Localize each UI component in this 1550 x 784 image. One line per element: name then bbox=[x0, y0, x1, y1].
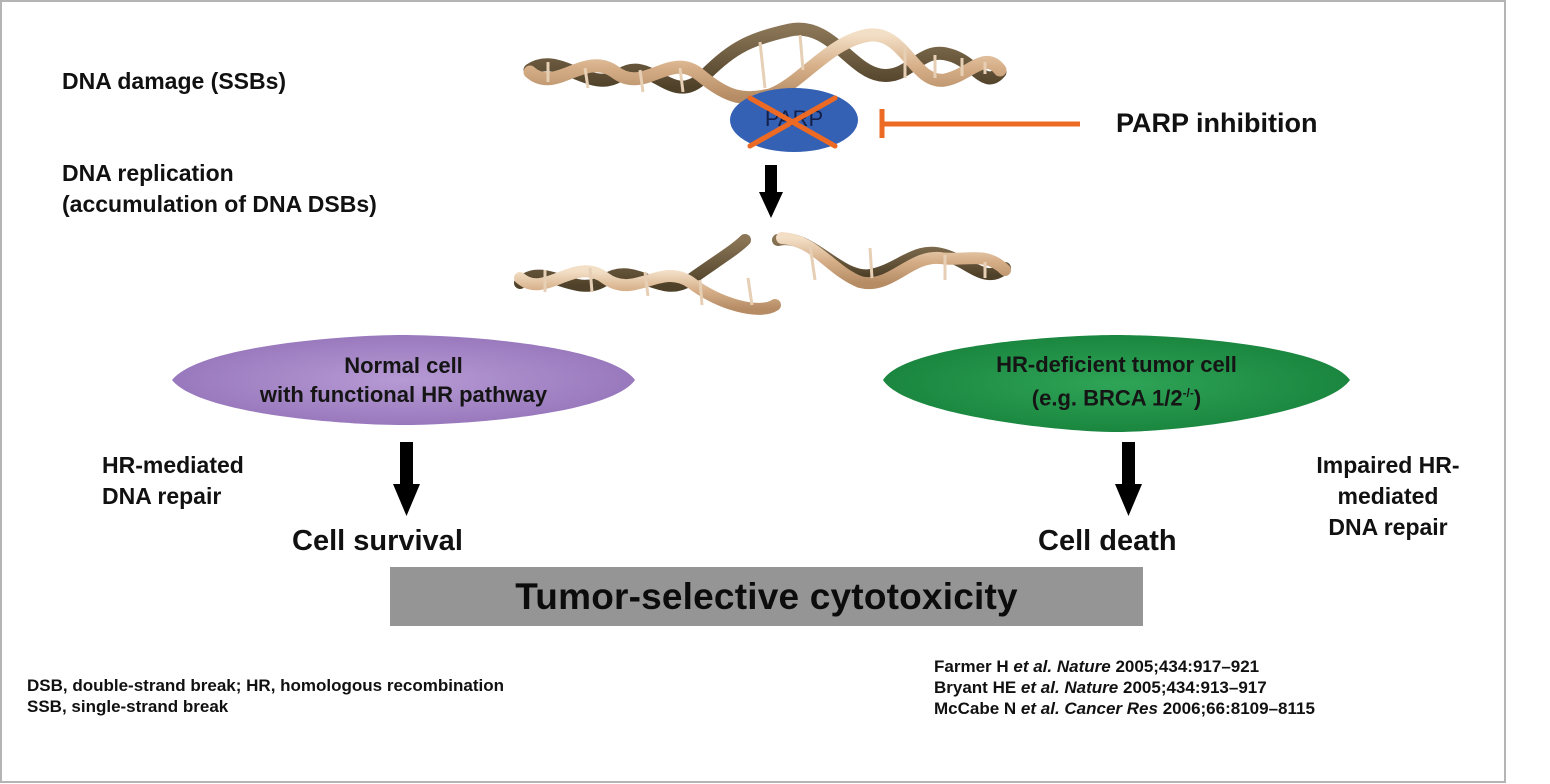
impaired-hr-line1: Impaired HR- bbox=[1316, 452, 1460, 478]
dna-helix-broken-left-icon bbox=[514, 234, 781, 315]
reference-journal: Nature bbox=[1056, 657, 1111, 676]
arrow-down-icon bbox=[759, 165, 783, 218]
tumor-cell-ellipse bbox=[883, 335, 1350, 432]
reference-citation: 2005;434:913–917 bbox=[1123, 678, 1267, 697]
cell-survival-label: Cell survival bbox=[292, 525, 463, 557]
normal-cell-line1: Normal cell bbox=[344, 353, 463, 378]
impaired-hr-line3: DNA repair bbox=[1328, 514, 1448, 540]
hr-repair-line2: DNA repair bbox=[102, 483, 222, 509]
reference-authors: Farmer H bbox=[934, 657, 1009, 676]
tumor-cell-line1: HR-deficient tumor cell bbox=[996, 351, 1237, 377]
abbreviation-line: DSB, double-strand break; HR, homologous… bbox=[27, 676, 504, 695]
reference-citation: 2006;66:8109–8115 bbox=[1162, 699, 1315, 718]
normal-cell-line2: with functional HR pathway bbox=[259, 382, 548, 407]
inhibition-bar-icon bbox=[879, 109, 1080, 138]
reference-etal: et al. bbox=[1020, 678, 1060, 697]
dna-helix-intact-icon bbox=[523, 22, 1007, 105]
reference-item: Bryant HE et al. Nature 2005;434:913–917 bbox=[934, 677, 1315, 698]
tumor-cell-line2: (e.g. BRCA 1/2-/-) bbox=[1032, 379, 1201, 412]
title-banner: Tumor-selective cytotoxicity bbox=[390, 567, 1143, 626]
arrow-to-survival-icon bbox=[393, 442, 420, 516]
normal-cell-ellipse bbox=[172, 335, 635, 425]
reference-authors: Bryant HE bbox=[934, 678, 1017, 697]
references: Farmer H et al. Nature 2005;434:917–921 … bbox=[934, 656, 1315, 719]
abbreviations: DSB, double-strand break; HR, homologous… bbox=[27, 675, 504, 717]
tumor-cell-genotype-superscript: -/- bbox=[1182, 385, 1194, 400]
tumor-cell-line2-suffix: ) bbox=[1193, 385, 1202, 411]
dna-damage-label: DNA damage (SSBs) bbox=[62, 68, 287, 94]
parp-inhibition-label: PARP inhibition bbox=[1116, 108, 1318, 138]
abbreviation-line: SSB, single-strand break bbox=[27, 697, 229, 716]
parp-enzyme-label: PARP bbox=[764, 106, 824, 131]
impaired-hr-repair-label: Impaired HR- mediated DNA repair bbox=[1290, 450, 1486, 543]
reference-item: Farmer H et al. Nature 2005;434:917–921 bbox=[934, 656, 1315, 677]
dna-replication-label: DNA replication (accumulation of DNA DSB… bbox=[62, 158, 377, 220]
dna-helix-broken-right-icon bbox=[772, 232, 1011, 290]
reference-authors: McCabe N bbox=[934, 699, 1017, 718]
banner-title: Tumor-selective cytotoxicity bbox=[515, 575, 1018, 617]
hr-repair-line1: HR-mediated bbox=[102, 452, 244, 478]
hr-repair-label: HR-mediated DNA repair bbox=[102, 450, 244, 512]
tumor-cell-label: HR-deficient tumor cell (e.g. BRCA 1/2-/… bbox=[883, 336, 1350, 426]
reference-etal: et al. bbox=[1020, 699, 1060, 718]
reference-item: McCabe N et al. Cancer Res 2006;66:8109–… bbox=[934, 698, 1315, 719]
reference-journal: Cancer Res bbox=[1064, 699, 1158, 718]
normal-cell-label: Normal cell with functional HR pathway bbox=[172, 336, 635, 424]
reference-etal: et al. bbox=[1013, 657, 1053, 676]
dna-replication-line1: DNA replication bbox=[62, 160, 234, 186]
reference-journal: Nature bbox=[1064, 678, 1119, 697]
dna-replication-line2: (accumulation of DNA DSBs) bbox=[62, 191, 377, 217]
impaired-hr-line2: mediated bbox=[1337, 483, 1439, 509]
tumor-cell-line2-prefix: (e.g. BRCA 1/2 bbox=[1031, 385, 1183, 411]
cell-death-label: Cell death bbox=[1038, 525, 1177, 557]
reference-citation: 2005;434:917–921 bbox=[1115, 657, 1260, 676]
arrow-to-death-icon bbox=[1115, 442, 1142, 516]
